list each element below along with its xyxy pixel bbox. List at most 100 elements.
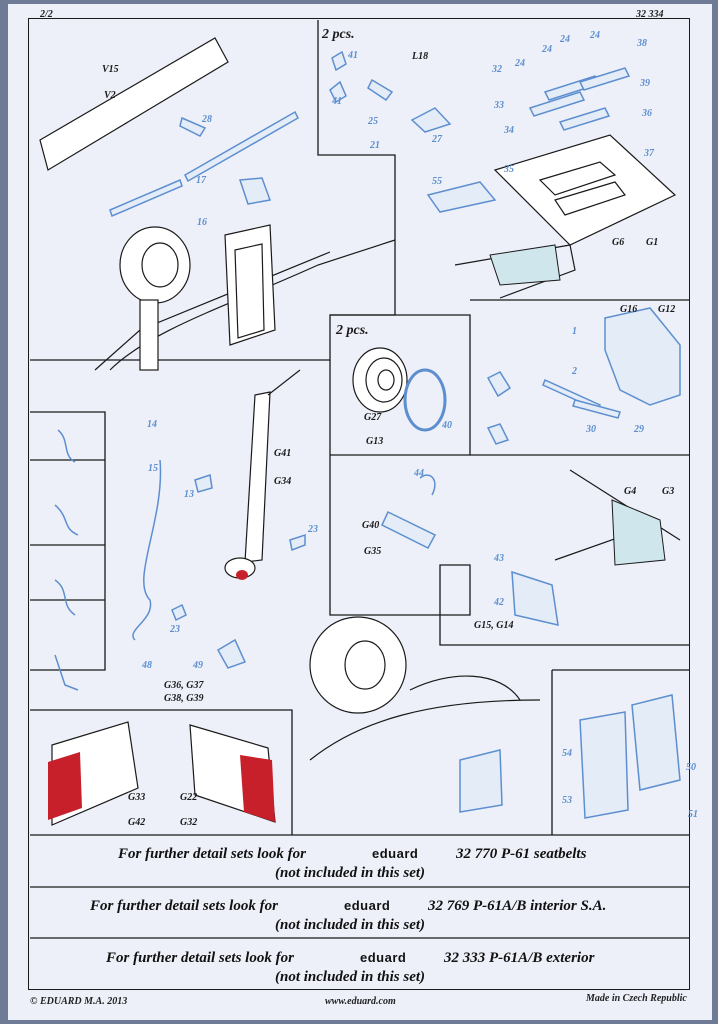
fuselage-line xyxy=(309,699,541,761)
further-set-1-prefix: For further detail sets look for xyxy=(117,846,306,862)
part-41b xyxy=(329,80,347,104)
part-label: 38 xyxy=(636,38,647,49)
copyright: © EDUARD M.A. 2013 xyxy=(30,996,128,1007)
part-label: G16 xyxy=(620,304,637,315)
part-54-door xyxy=(579,711,629,819)
part-label: 41 xyxy=(347,50,358,61)
part-label: G6 xyxy=(612,237,624,248)
part-label: 16 xyxy=(197,217,207,228)
nose-wheel-hub xyxy=(344,640,386,690)
part-label: 27 xyxy=(431,134,443,145)
part-27 xyxy=(410,107,452,133)
clip-4 xyxy=(54,654,79,691)
further-set-3-note: (not included in this set) xyxy=(275,969,425,985)
divider-left-column xyxy=(30,411,106,671)
gear-leg xyxy=(139,299,159,371)
clip-1 xyxy=(57,429,76,463)
divider-red-panel xyxy=(30,709,293,835)
part-label: 35 xyxy=(503,164,514,175)
canopy-glass xyxy=(611,499,666,566)
part-label: G38, G39 xyxy=(164,693,203,704)
part-label: V15 xyxy=(102,64,119,75)
strut-arm xyxy=(267,369,301,396)
clip-3 xyxy=(54,579,76,616)
part-label: 29 xyxy=(633,424,644,435)
floor-drawing xyxy=(454,134,677,299)
part-lever-g40 xyxy=(381,510,437,549)
further-set-1-note: (not included in this set) xyxy=(275,865,425,881)
part-label: 42 xyxy=(493,597,504,608)
floor-panel xyxy=(493,134,677,246)
part-49 xyxy=(216,638,247,669)
strut-body xyxy=(244,391,271,563)
set-number: 32 334 xyxy=(636,9,664,20)
part-label: 2 xyxy=(571,366,577,377)
hub-inner xyxy=(365,357,403,403)
divider-wheel-box xyxy=(330,314,471,456)
part-label: V2 xyxy=(104,90,116,101)
part-label: 43 xyxy=(493,553,504,564)
part-label: G12 xyxy=(658,304,675,315)
part-label: 39 xyxy=(639,78,650,89)
part-label: 54 xyxy=(562,748,572,759)
part-label: 23 xyxy=(307,524,318,535)
bay-rail xyxy=(39,37,229,171)
part-label: G3 xyxy=(662,486,674,497)
part-label: 1 xyxy=(572,326,577,337)
part-label: 49 xyxy=(192,660,203,671)
page-number: 2/2 xyxy=(40,9,53,20)
bay-frame-inner xyxy=(234,243,265,339)
nose-wheel-drawing xyxy=(309,616,541,761)
further-set-1: For further detail sets look for eduard … xyxy=(117,846,587,881)
part-label: 34 xyxy=(503,125,514,136)
nose-wheel xyxy=(309,616,407,714)
eduard-logo-3: eduard xyxy=(360,950,406,965)
eduard-logo-2: eduard xyxy=(344,898,390,913)
lever-parts xyxy=(381,474,437,549)
part-13 xyxy=(194,474,213,493)
door-panel-parts xyxy=(486,307,681,445)
part-label: 24 xyxy=(541,44,552,55)
part-label: G15, G14 xyxy=(474,620,513,631)
red-area-left xyxy=(48,752,82,820)
wheel-hub-drawing xyxy=(352,347,408,413)
part-55 xyxy=(426,181,497,213)
part-label: G41 xyxy=(274,448,291,459)
part-bar-1 xyxy=(528,91,586,117)
part-label: 44 xyxy=(413,468,424,479)
part-label: G13 xyxy=(366,436,383,447)
panel-dividers xyxy=(30,20,690,939)
part-label: G36, G37 xyxy=(164,680,204,691)
bay-outline xyxy=(109,239,396,371)
part-label: 33 xyxy=(493,100,504,111)
part-label: G4 xyxy=(624,486,636,497)
part-2-rod xyxy=(572,399,621,419)
bay-frame xyxy=(224,224,276,346)
part-label: 55 xyxy=(432,176,442,187)
red-area-right xyxy=(240,755,275,822)
further-set-3: For further detail sets look for eduard … xyxy=(105,950,595,985)
part-door-panel xyxy=(604,307,681,406)
part-23b xyxy=(171,603,187,622)
part-strip-long xyxy=(184,110,299,183)
part-label: 23 xyxy=(169,624,180,635)
part-label: 37 xyxy=(643,148,655,159)
hub-center xyxy=(377,369,395,391)
small-parts xyxy=(329,50,452,133)
part-16-bracket xyxy=(238,177,272,205)
gear-bay-drawing xyxy=(39,37,396,371)
part-28 xyxy=(179,116,207,137)
part-label: 17 xyxy=(196,175,207,186)
quantity-label: 2 pcs. xyxy=(335,323,369,338)
website: www.eduard.com xyxy=(325,996,396,1007)
part-label: 24 xyxy=(559,34,570,45)
clip-2 xyxy=(54,504,79,536)
part-label: 50 xyxy=(686,762,696,773)
further-set-2: For further detail sets look for eduard … xyxy=(89,898,606,933)
part-label: 53 xyxy=(562,795,572,806)
part-40-ring xyxy=(403,368,447,432)
part-label: G1 xyxy=(646,237,658,248)
part-right-clip-2 xyxy=(486,423,510,445)
strut-red-mark xyxy=(236,570,248,580)
